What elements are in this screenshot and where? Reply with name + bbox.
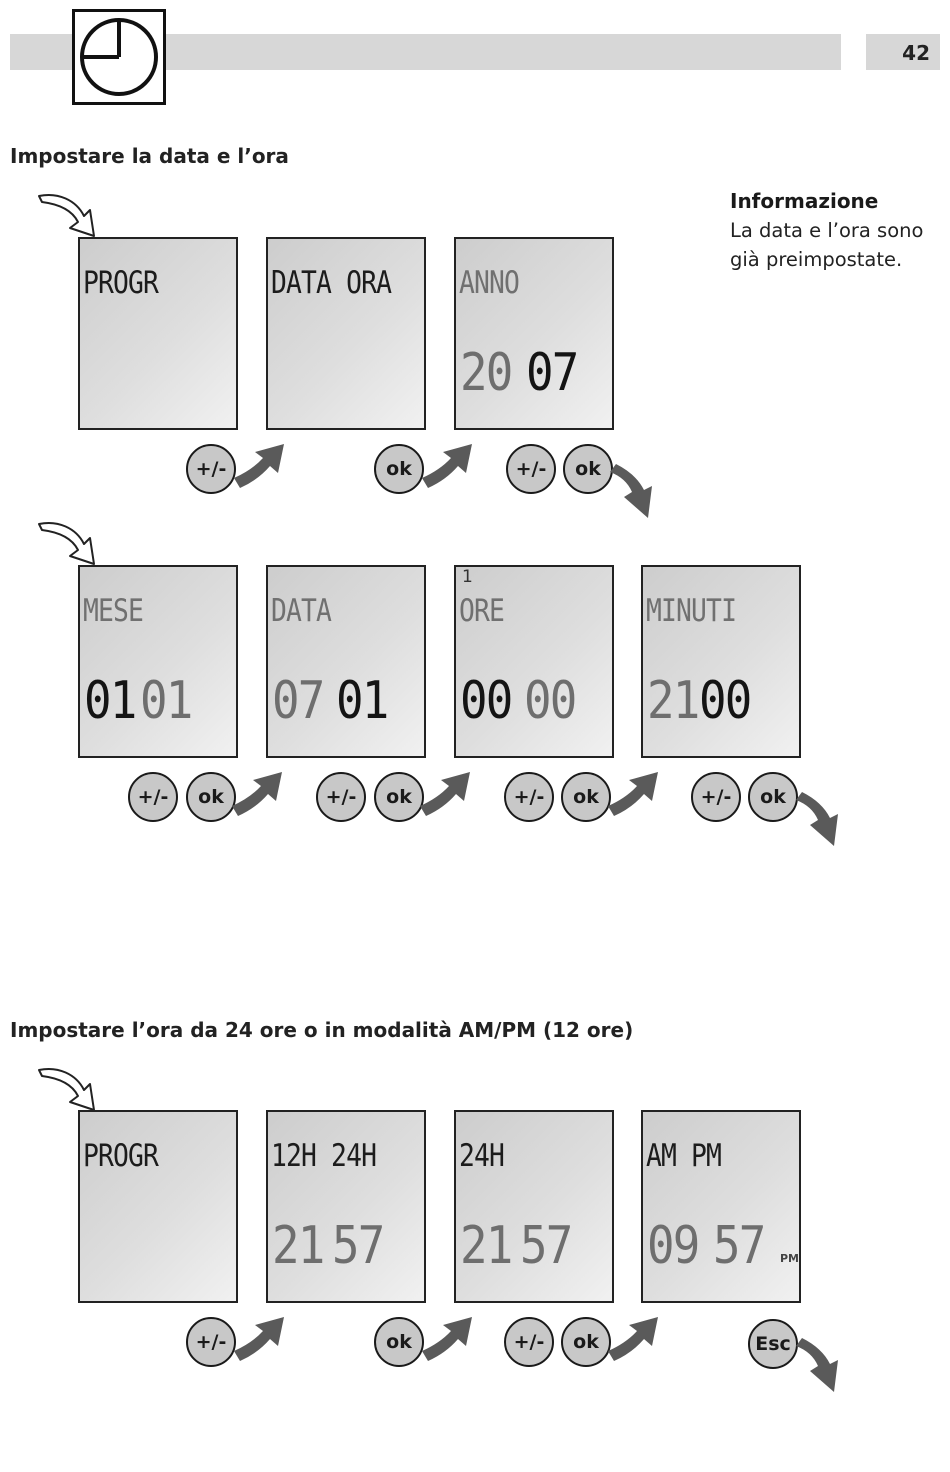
curved-arrow-icon [234, 444, 284, 488]
page-number: 42 [902, 41, 930, 65]
pointer-arrow-icon [38, 194, 95, 237]
lcd-digits-right: 01 [140, 671, 193, 731]
plus-minus-button[interactable]: +/- [506, 444, 556, 494]
lcd-label: DATA [271, 593, 332, 629]
lcd-screen-minuti: MINUTI 21 00 [641, 565, 801, 758]
curved-arrow-icon [232, 772, 282, 816]
info-line-1: La data e l’ora sono [730, 219, 924, 242]
lcd-digits-right: 07 [526, 343, 579, 403]
ok-button[interactable]: ok [563, 444, 613, 494]
lcd-label: DATA ORA [271, 265, 392, 301]
lcd-screen-am-pm: AM PM 09 57 PM [641, 1110, 801, 1303]
lcd-label: PROGR [83, 265, 159, 301]
lcd-digits-left: 01 [84, 671, 137, 731]
ok-button[interactable]: ok [374, 772, 424, 822]
ok-button[interactable]: ok [374, 1317, 424, 1367]
lcd-screen-data-ora: DATA ORA [266, 237, 426, 430]
lcd-digits-left: 21 [647, 671, 700, 731]
ok-button[interactable]: ok [561, 772, 611, 822]
lcd-digits-left: 09 [647, 1216, 700, 1276]
esc-button[interactable]: Esc [748, 1319, 798, 1369]
lcd-label: MINUTI [646, 593, 737, 629]
ok-button[interactable]: ok [561, 1317, 611, 1367]
plus-minus-button[interactable]: +/- [691, 772, 741, 822]
lcd-label: 24H [459, 1138, 505, 1174]
curved-arrow-icon [608, 772, 658, 816]
lcd-label: ANNO [459, 265, 520, 301]
info-heading: Informazione [730, 189, 879, 213]
pointer-arrow-icon [38, 522, 95, 565]
clock-icon [72, 9, 166, 105]
lcd-digits-left: 21 [460, 1216, 513, 1276]
lcd-label: 12H 24H [271, 1138, 377, 1174]
plus-minus-button[interactable]: +/- [128, 772, 178, 822]
lcd-digits-right: 57 [713, 1216, 766, 1276]
lcd-digits-right: 00 [524, 671, 577, 731]
lcd-label: MESE [83, 593, 144, 629]
plus-minus-button[interactable]: +/- [186, 1317, 236, 1367]
curved-arrow-icon [796, 792, 838, 846]
lcd-screen-data: DATA 07 01 [266, 565, 426, 758]
lcd-label: PROGR [83, 1138, 159, 1174]
ok-button[interactable]: ok [374, 444, 424, 494]
curved-arrow-icon [608, 1317, 658, 1361]
pointer-arrow-icon [38, 1068, 95, 1111]
curved-arrow-icon [420, 772, 470, 816]
lcd-screen-ore: 1 ORE 00 00 [454, 565, 614, 758]
info-line-2: già preimpostate. [730, 248, 903, 271]
lcd-screen-anno: ANNO 20 07 [454, 237, 614, 430]
lcd-digits-right: 57 [520, 1216, 573, 1276]
page-number-box: 42 [866, 34, 940, 70]
lcd-screen-progr: PROGR [78, 237, 238, 430]
lcd-digits-left: 07 [272, 671, 325, 731]
curved-arrow-icon [422, 444, 472, 488]
ok-button[interactable]: ok [748, 772, 798, 822]
curved-arrow-icon [422, 1317, 472, 1361]
info-box: Informazione La data e l’ora sono già pr… [730, 187, 940, 274]
lcd-label: ORE [459, 593, 505, 629]
plus-minus-button[interactable]: +/- [504, 1317, 554, 1367]
ok-button[interactable]: ok [186, 772, 236, 822]
curved-arrow-icon [234, 1317, 284, 1361]
lcd-digits-right: 57 [332, 1216, 385, 1276]
lcd-digits-left: 21 [272, 1216, 325, 1276]
section-title-am-pm: Impostare l’ora da 24 ore o in modalità … [10, 1018, 634, 1042]
curved-arrow-icon [610, 464, 652, 518]
lcd-digits-left: 20 [460, 343, 513, 403]
plus-minus-button[interactable]: +/- [186, 444, 236, 494]
lcd-digits-right: 01 [336, 671, 389, 731]
lcd-screen-12h-24h: 12H 24H 21 57 [266, 1110, 426, 1303]
lcd-screen-mese: MESE 01 01 [78, 565, 238, 758]
pm-indicator: PM [780, 1252, 800, 1265]
lcd-digits-right: 00 [699, 671, 752, 731]
lcd-digits-left: 00 [460, 671, 513, 731]
curved-arrow-icon [796, 1338, 838, 1392]
lcd-screen-24h: 24H 21 57 [454, 1110, 614, 1303]
section-title-date-time: Impostare la data e l’ora [10, 144, 289, 168]
lcd-label: AM PM [646, 1138, 722, 1174]
plus-minus-button[interactable]: +/- [504, 772, 554, 822]
plus-minus-button[interactable]: +/- [316, 772, 366, 822]
lcd-small-indicator: 1 [462, 567, 473, 587]
lcd-screen-progr: PROGR [78, 1110, 238, 1303]
